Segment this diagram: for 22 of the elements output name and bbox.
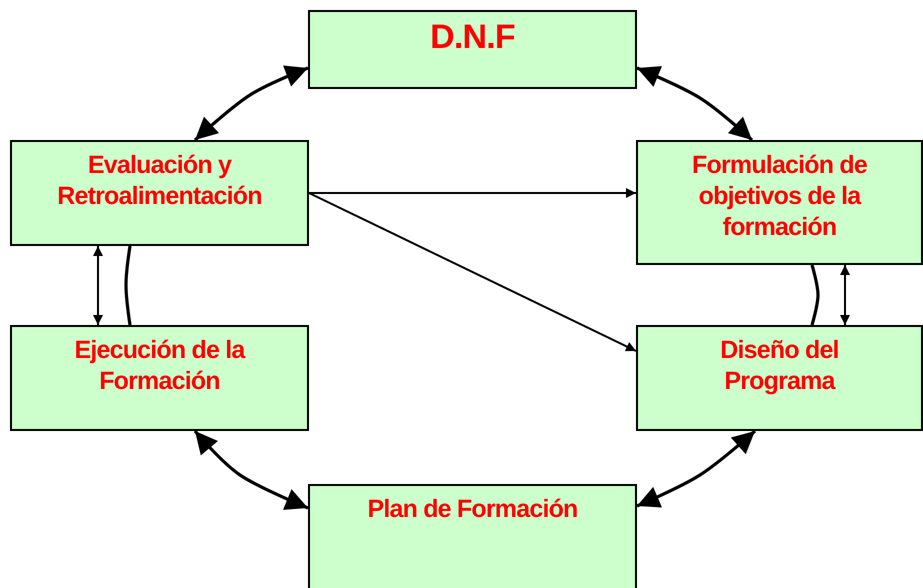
process-box xyxy=(10,325,309,431)
box-label: Ejecución de la Formación xyxy=(73,335,246,397)
box-label: D.N.F xyxy=(430,22,515,53)
process-box xyxy=(10,140,309,246)
connector-line xyxy=(810,264,820,326)
connector-line xyxy=(124,246,132,326)
arrow xyxy=(840,265,850,325)
arrow xyxy=(309,188,636,198)
arrow xyxy=(308,192,636,352)
box-label: Evaluación y Retroalimentación xyxy=(56,150,263,212)
arrow xyxy=(194,66,309,142)
process-box xyxy=(636,140,923,265)
box-label: Formulación de objetivos de la formación xyxy=(691,150,868,243)
process-box xyxy=(636,325,923,431)
box-label: Diseño del Programa xyxy=(719,335,840,397)
process-box xyxy=(308,10,637,89)
arrow xyxy=(636,430,756,508)
process-box xyxy=(308,484,637,588)
arrow xyxy=(93,246,103,325)
box-label: Plan de Formación xyxy=(367,494,578,525)
arrow xyxy=(636,66,754,142)
arrow xyxy=(194,430,309,510)
